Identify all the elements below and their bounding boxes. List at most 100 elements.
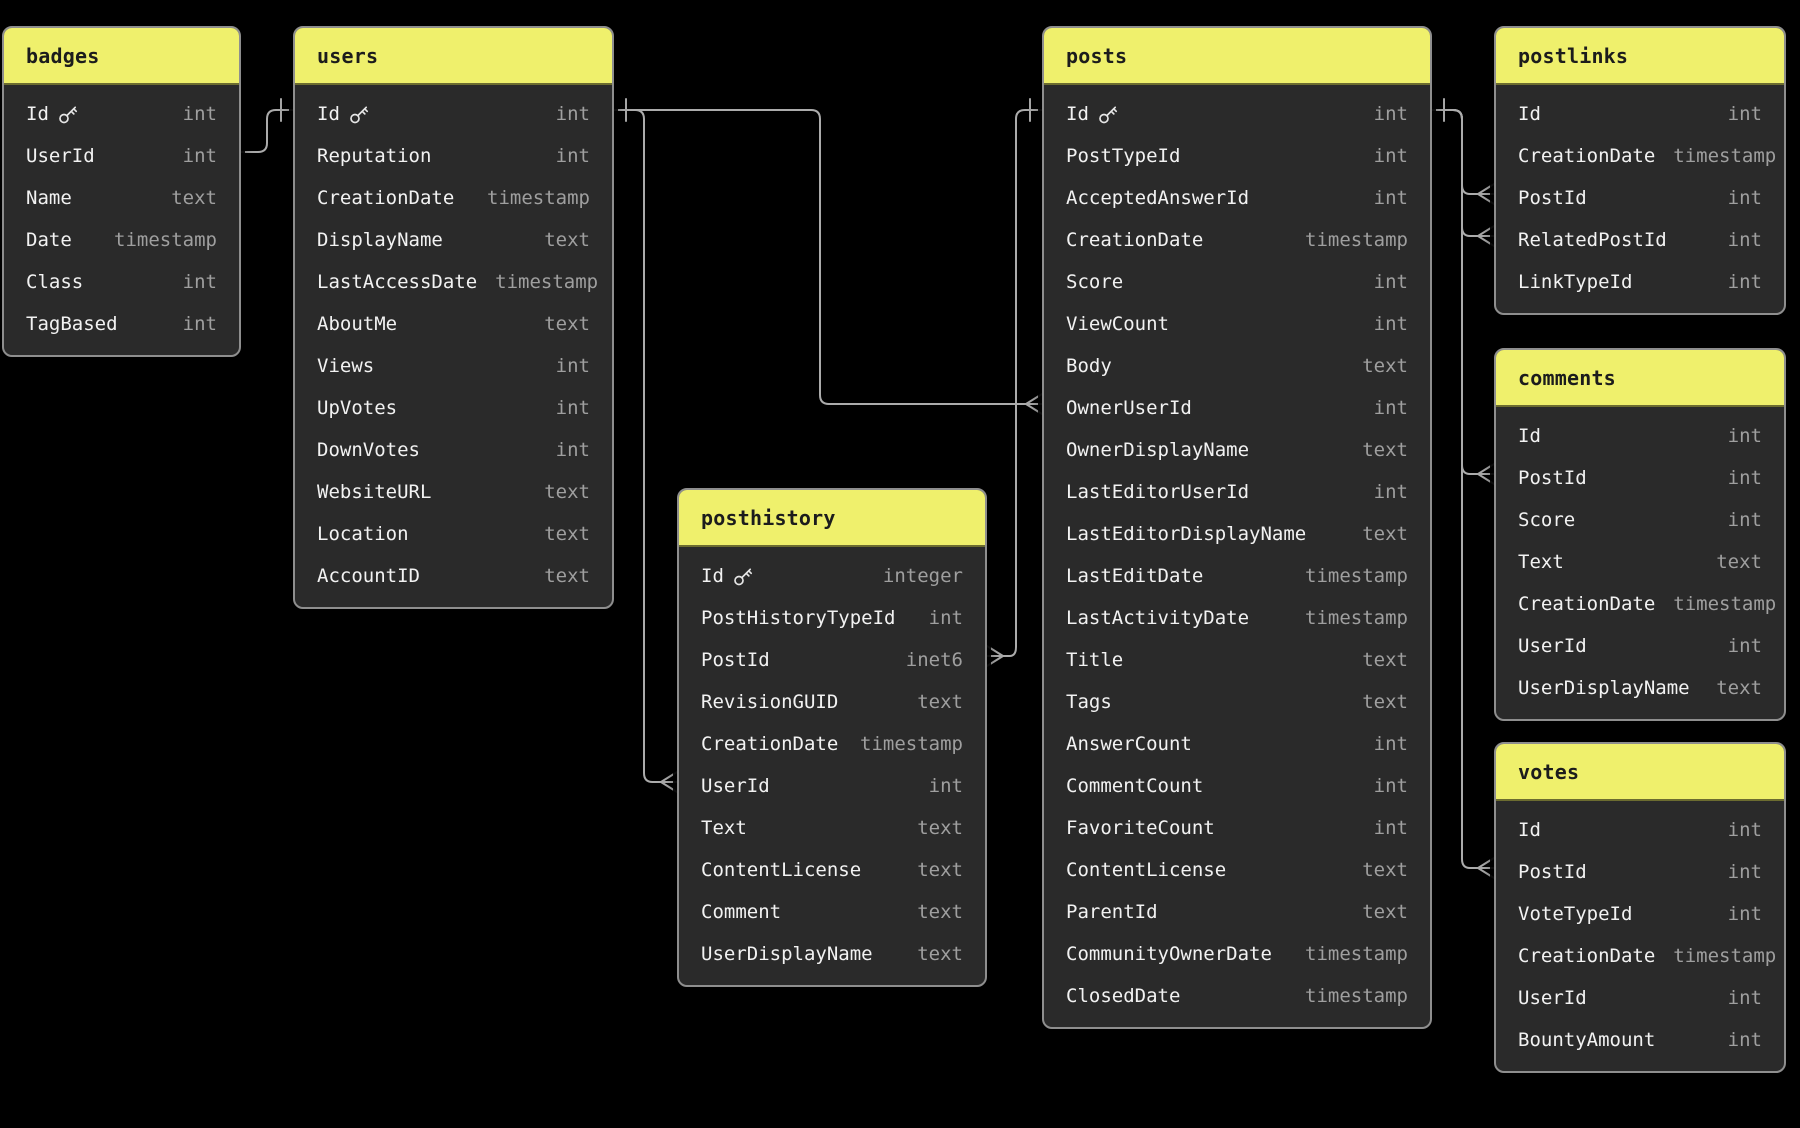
column-name-text: Id xyxy=(1518,103,1541,125)
table-header-posthistory[interactable]: posthistory xyxy=(679,490,985,547)
column-name: Id xyxy=(1066,103,1119,125)
table-title: badges xyxy=(26,43,100,68)
column-type: int xyxy=(555,439,590,461)
column-name-text: AcceptedAnswerId xyxy=(1066,187,1250,209)
column-type: int xyxy=(1373,313,1408,335)
column-name-text: RevisionGUID xyxy=(701,691,839,713)
column-name: OwnerDisplayName xyxy=(1066,439,1249,461)
column-name: RevisionGUID xyxy=(701,691,838,713)
column-type: int xyxy=(182,145,217,167)
column-name: Class xyxy=(26,271,83,293)
table-header-posts[interactable]: posts xyxy=(1044,28,1430,85)
column-name: DisplayName xyxy=(317,229,443,251)
column-type: timestamp xyxy=(1305,565,1408,587)
table-header-postlinks[interactable]: postlinks xyxy=(1496,28,1784,85)
column-name: BountyAmount xyxy=(1518,1029,1655,1051)
table-header-votes[interactable]: votes xyxy=(1496,744,1784,801)
column-type: int xyxy=(1727,509,1762,531)
table-header-badges[interactable]: badges xyxy=(4,28,239,85)
column-type: text xyxy=(171,187,217,209)
table-header-users[interactable]: users xyxy=(295,28,612,85)
table-header-comments[interactable]: comments xyxy=(1496,350,1784,407)
